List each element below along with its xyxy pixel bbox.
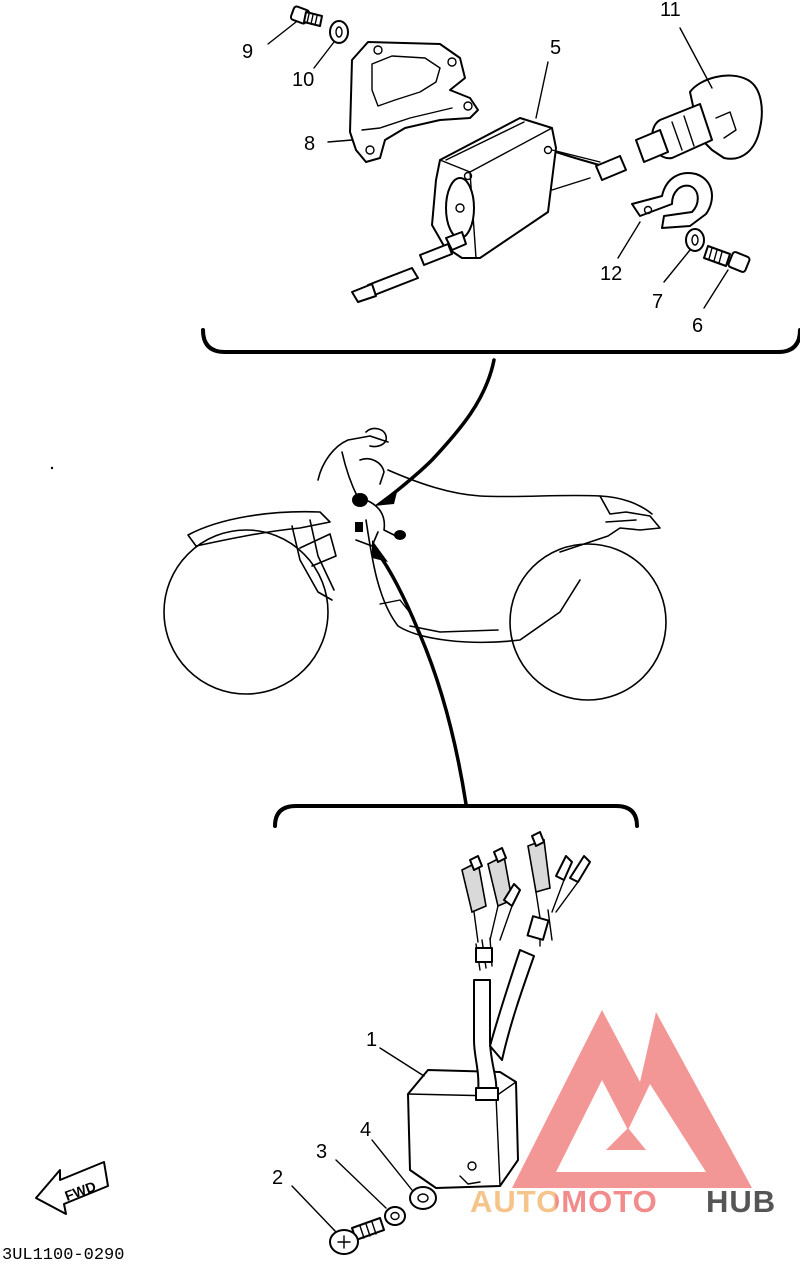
- lead-clamp: [631, 172, 713, 229]
- washer-7: [685, 228, 705, 252]
- cdi-wire-harness: [473, 909, 553, 1101]
- spark-plug-cap: [635, 74, 763, 163]
- label-part-3: 3: [316, 1141, 327, 1163]
- leader-6: [703, 269, 729, 309]
- spring-washer-3: [384, 1206, 406, 1226]
- lower-detail-group: 1 4 3 2: [272, 804, 639, 1255]
- leader-5: [535, 61, 549, 119]
- leader-7: [663, 249, 691, 283]
- leader-12: [617, 221, 641, 259]
- upper-detail-group: 9 10 8 5 11 12 7 6: [201, 0, 800, 354]
- motorcycle-outline: [50, 427, 667, 701]
- label-part-11: 11: [660, 0, 681, 21]
- upper-detail-bracket: [201, 328, 800, 354]
- fwd-direction-arrow: FWD: [35, 1161, 109, 1215]
- cdi-connectors: [461, 831, 591, 943]
- bolt-6: [703, 245, 751, 273]
- leader-3: [335, 1159, 387, 1209]
- label-part-10: 10: [292, 69, 314, 91]
- front-fender: [187, 510, 331, 547]
- coil-location-mark: [352, 493, 368, 507]
- coil-lead-sleeve: [595, 155, 627, 181]
- watermark-text-hub: HUB: [706, 1184, 776, 1219]
- rear-fender: [559, 495, 661, 553]
- label-part-6: 6: [692, 315, 703, 337]
- screw-9: [289, 5, 323, 27]
- front-wheel: [163, 529, 329, 695]
- leader-9: [267, 21, 297, 45]
- label-part-2: 2: [272, 1167, 283, 1189]
- washer-4: [409, 1186, 437, 1210]
- label-part-4: 4: [360, 1119, 371, 1141]
- watermark-text-automoto: AUTOMOTO: [470, 1184, 658, 1219]
- screw-2: [329, 1217, 385, 1255]
- label-part-9: 9: [242, 41, 253, 63]
- label-part-8: 8: [304, 133, 315, 155]
- label-part-1: 1: [366, 1029, 377, 1051]
- label-part-5: 5: [550, 37, 561, 59]
- washer-10: [329, 20, 349, 44]
- leader-11: [679, 27, 713, 89]
- tank-seat-line: [387, 469, 653, 515]
- cdi-location-mark: [355, 522, 363, 532]
- diagram-code: 3UL1100-0290: [2, 1246, 124, 1265]
- automotohub-watermark: AUTOMOTO HUB: [470, 1010, 776, 1219]
- rear-wheel: [509, 543, 667, 701]
- coil-bracket-plate: [349, 41, 479, 163]
- leader-4: [371, 1139, 413, 1191]
- leader-1: [379, 1047, 425, 1077]
- ignition-coil: [351, 117, 611, 303]
- leader-2: [291, 1185, 337, 1233]
- arrow-upper-to-coil: [386, 358, 496, 500]
- label-part-12: 12: [600, 263, 622, 285]
- lower-detail-bracket: [273, 804, 639, 828]
- label-part-7: 7: [652, 291, 663, 313]
- watermark-logo-icon: [512, 1010, 752, 1188]
- leader-10: [313, 41, 335, 69]
- leader-8: [327, 139, 353, 143]
- arrow-lower-to-cdi: [378, 554, 468, 806]
- cdi-unit: [407, 1069, 519, 1189]
